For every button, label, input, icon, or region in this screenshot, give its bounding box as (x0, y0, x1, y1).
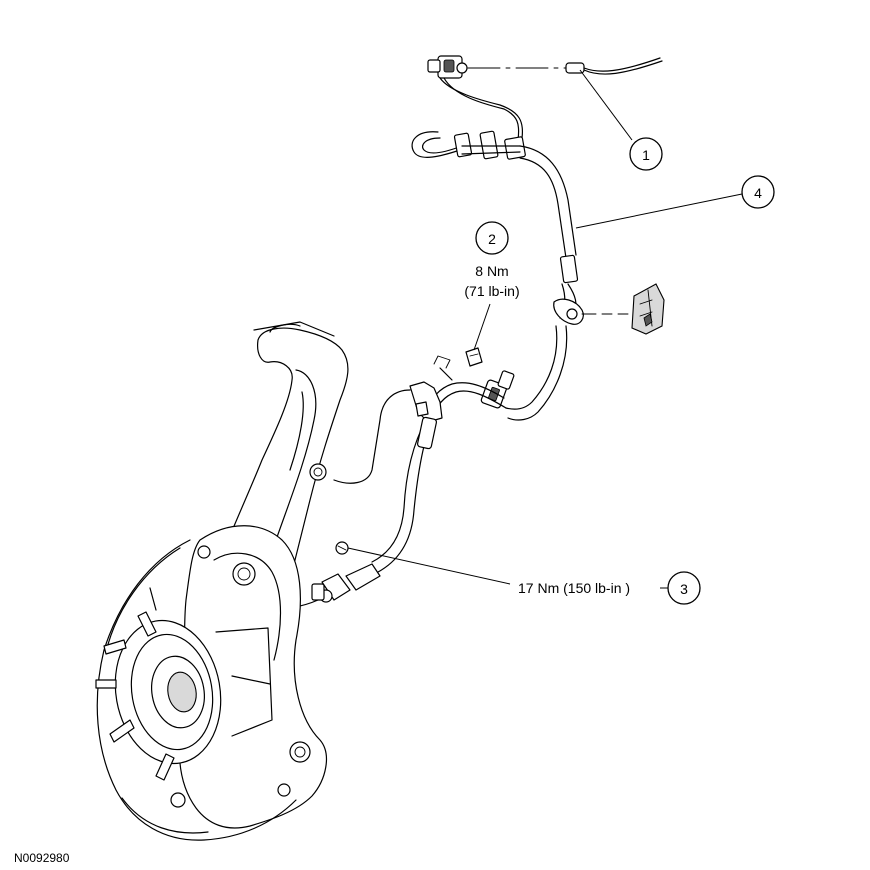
callout-3-torque: 17 Nm (150 lb-in ) (518, 580, 630, 596)
sensor-harness-tube (505, 145, 629, 421)
wheel-studs (95, 611, 175, 781)
callout-2-torque-lbin: (71 lb-in) (464, 283, 519, 299)
callout-4: 4 (575, 175, 775, 229)
callout-2-torque-nm: 8 Nm (475, 263, 508, 279)
upper-clip-assembly (411, 130, 526, 160)
brake-dust-shield (96, 539, 297, 841)
callout-3: 17 Nm (150 lb-in ) 3 (347, 547, 701, 605)
callout-2-number: 2 (488, 231, 496, 247)
callout-3-number: 3 (680, 581, 688, 597)
callout-2: 2 8 Nm (71 lb-in) (464, 221, 520, 351)
steering-knuckle (178, 321, 349, 829)
callout-4-number: 4 (754, 185, 762, 201)
body-clip-bracket (631, 283, 665, 335)
mid-harness-section (333, 347, 515, 484)
figure-id: N0092980 (14, 851, 70, 865)
callout-1-number: 1 (642, 147, 650, 163)
wheel-hub (95, 611, 222, 781)
callout-1: 1 (579, 69, 663, 171)
harness-connector-assembly (427, 55, 663, 141)
